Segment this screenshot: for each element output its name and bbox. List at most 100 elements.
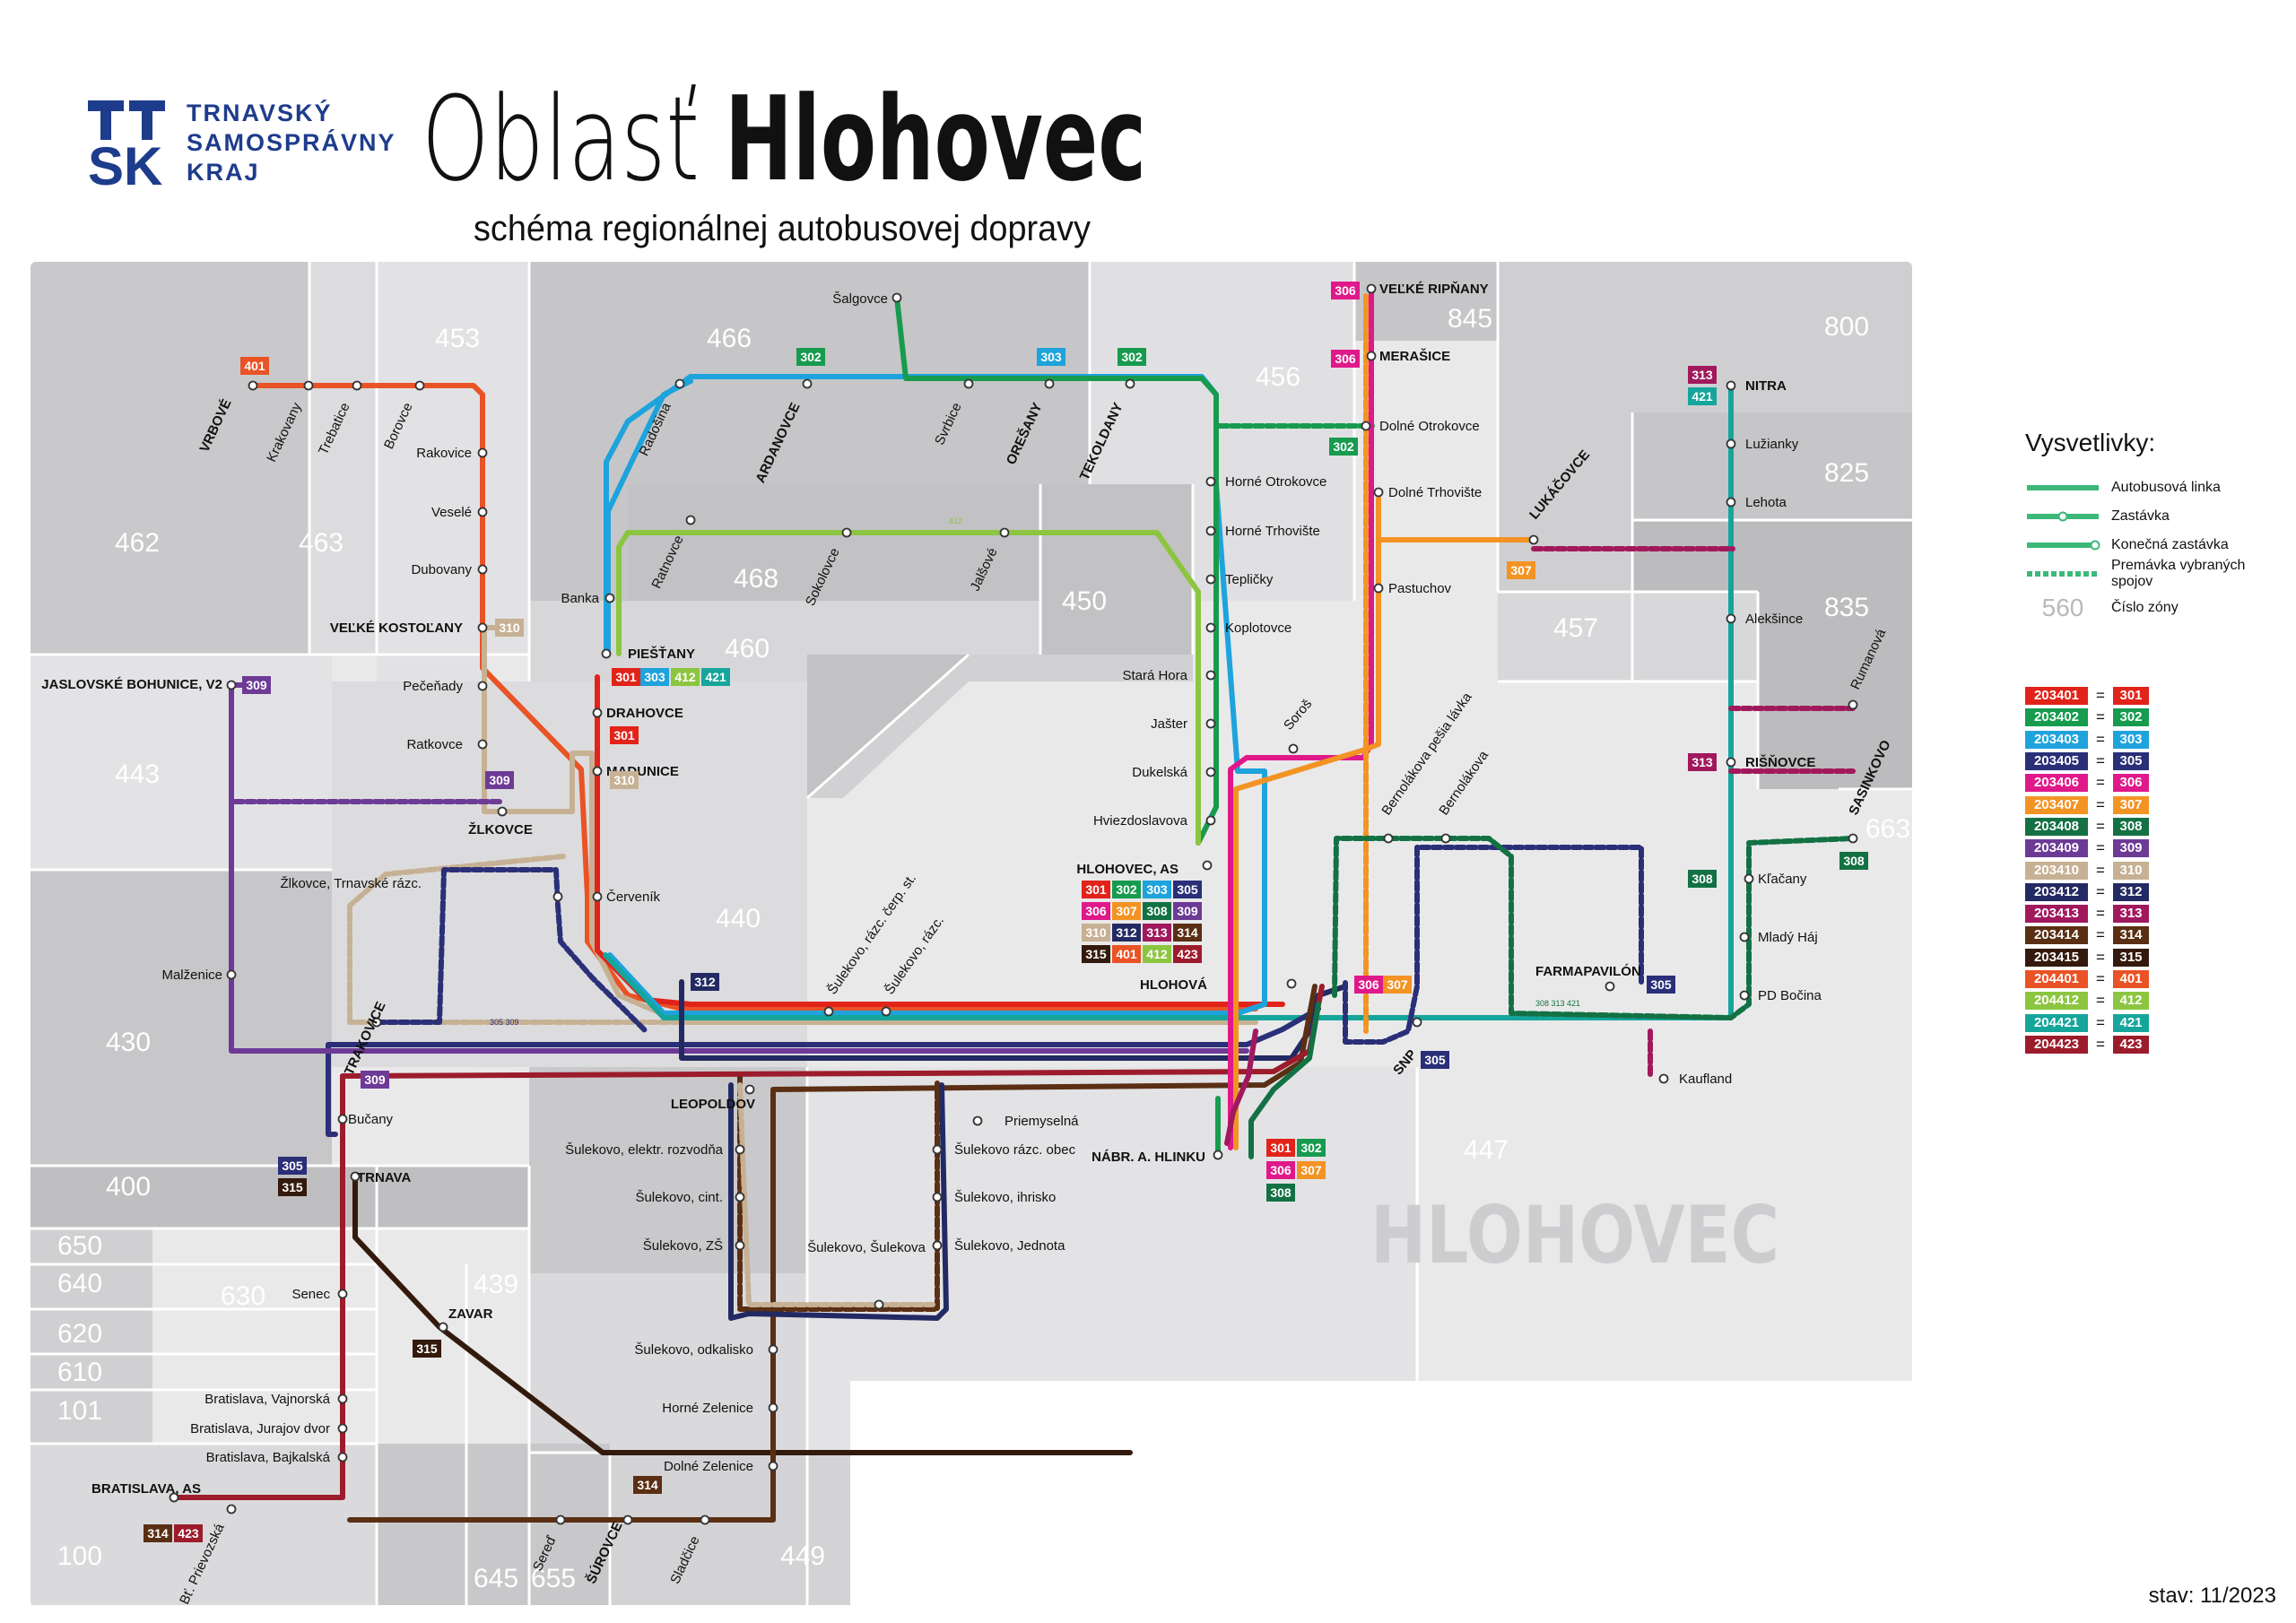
stop-label: Koplotovce	[1225, 621, 1292, 636]
stop-marker	[963, 378, 974, 389]
stop-label: Bučany	[348, 1112, 394, 1127]
stop-label: Dolné Zelenice	[664, 1459, 753, 1474]
hub-badge-312: 312	[1112, 924, 1141, 942]
svg-text:302: 302	[1116, 882, 1137, 897]
stop-marker	[881, 1006, 891, 1017]
stop-label: DRAHOVCE	[606, 706, 683, 721]
route-line-308s	[1248, 1002, 1321, 1159]
stop-label: Šulekovo, odkalisko	[634, 1342, 753, 1358]
stop-label: Šulekovo, Jednota	[954, 1238, 1065, 1254]
zone-numbers: 462 463 453 466 456 845 800 825 835 457 …	[57, 304, 1910, 1593]
code-row: 204401=401	[2025, 968, 2149, 990]
stop-label: Horné Trhovište	[1225, 524, 1320, 539]
stop-label: ŽLKOVCE	[468, 821, 533, 838]
stop-marker	[1366, 283, 1377, 294]
zone-663: 663	[1866, 814, 1910, 844]
zone-845: 845	[1448, 304, 1492, 334]
stop-marker	[1726, 757, 1736, 768]
stop-marker	[1848, 833, 1858, 844]
stop-marker	[1528, 534, 1539, 545]
route-line-310s	[737, 1082, 935, 1307]
svg-text:314: 314	[147, 1526, 169, 1541]
equals-sign: =	[2096, 687, 2105, 705]
svg-text:307: 307	[1387, 977, 1408, 992]
hub-badge-314: 314	[1173, 924, 1202, 942]
code-row: 203413=313	[2025, 903, 2149, 924]
stop-marker	[601, 648, 612, 659]
stop-label: VEĽKÉ KOSTOĽANY	[330, 621, 463, 636]
svg-text:412: 412	[1146, 947, 1168, 961]
stop-marker	[823, 1006, 834, 1017]
line-number: 423	[2113, 1035, 2149, 1054]
route-badge-306: 306	[1266, 1161, 1295, 1179]
stop-label: Kaufland	[1679, 1072, 1732, 1087]
line-number: 315	[2113, 948, 2149, 967]
zone-835: 835	[1824, 593, 1869, 622]
route-badge-401: 401	[240, 357, 269, 375]
hub-badge-313: 313	[1143, 924, 1171, 942]
stop-label: Šulekovo, elektr. rozvodňa	[565, 1142, 724, 1158]
equals-sign: =	[2096, 817, 2105, 835]
line-number: 302	[2113, 708, 2149, 727]
hub-badge-412: 412	[1143, 945, 1171, 963]
route-badge-303: 303	[1037, 348, 1065, 366]
stop-marker	[604, 593, 615, 603]
stop-marker	[477, 622, 488, 633]
stop-marker	[337, 1114, 348, 1124]
line-number: 305	[2113, 752, 2149, 771]
stop-label: Lužianky	[1745, 437, 1799, 452]
route-badge-421: 421	[1688, 387, 1717, 405]
stop-marker	[350, 1171, 361, 1182]
stop-marker	[1726, 613, 1736, 624]
stop-marker	[1202, 860, 1213, 871]
stop-marker	[1726, 497, 1736, 508]
stop-marker	[477, 564, 488, 575]
line-number: 312	[2113, 882, 2149, 901]
zone-650: 650	[57, 1231, 102, 1261]
stop-marker	[226, 969, 237, 980]
hub-badge-305: 305	[1173, 881, 1202, 898]
line-code: 204401	[2025, 970, 2088, 988]
svg-text:301: 301	[1270, 1141, 1292, 1155]
line-code: 203414	[2025, 926, 2088, 945]
code-row: 203409=309	[2025, 838, 2149, 859]
title-bold: Hlohovec	[725, 71, 1146, 207]
stop-marker	[248, 380, 258, 391]
route-badge-302: 302	[1297, 1139, 1326, 1157]
route-badge-305: 305	[1421, 1051, 1449, 1069]
line-code: 204423	[2025, 1035, 2088, 1054]
status-date: stav: 11/2023	[2148, 1584, 2276, 1608]
code-row: 203407=307	[2025, 794, 2149, 815]
route-line-305s	[728, 1082, 949, 1321]
svg-text:308: 308	[1692, 872, 1713, 886]
route-line-313d	[1224, 1028, 1258, 1146]
route-badge-309: 309	[242, 676, 271, 694]
svg-text:SK: SK	[88, 136, 162, 187]
route-badge-308: 308	[1688, 870, 1717, 888]
stop-label: JASLOVSKÉ BOHUNICE, V2	[41, 677, 222, 692]
stop-marker	[768, 1402, 778, 1413]
stop-marker	[972, 1115, 983, 1126]
stop-marker	[414, 380, 425, 391]
equals-sign: =	[2096, 926, 2105, 944]
line-number: 309	[2113, 839, 2149, 858]
code-row: 203401=301	[2025, 685, 2149, 707]
stop-marker	[477, 681, 488, 691]
code-row: 204421=421	[2025, 1011, 2149, 1033]
zone-447: 447	[1464, 1135, 1509, 1165]
stop-marker	[1205, 476, 1216, 487]
hub-badge-307: 307	[1112, 902, 1141, 920]
code-row: 203403=303	[2025, 729, 2149, 751]
stop-label: Dolné Otrokovce	[1379, 419, 1480, 434]
zone-462: 462	[115, 528, 160, 558]
code-row: 203402=302	[2025, 707, 2149, 728]
route-line-306	[1228, 286, 1374, 1150]
stop-label: Jašter	[1151, 716, 1187, 732]
org-line-2: SAMOSPRÁVNY	[187, 129, 396, 156]
route-line-423	[171, 1174, 345, 1500]
hub-badge-423: 423	[1173, 945, 1202, 963]
legend-label-dashed: Premávka vybraných spojov	[2111, 558, 2246, 589]
stop-label: Bratislava, Bajkalská	[206, 1450, 331, 1465]
